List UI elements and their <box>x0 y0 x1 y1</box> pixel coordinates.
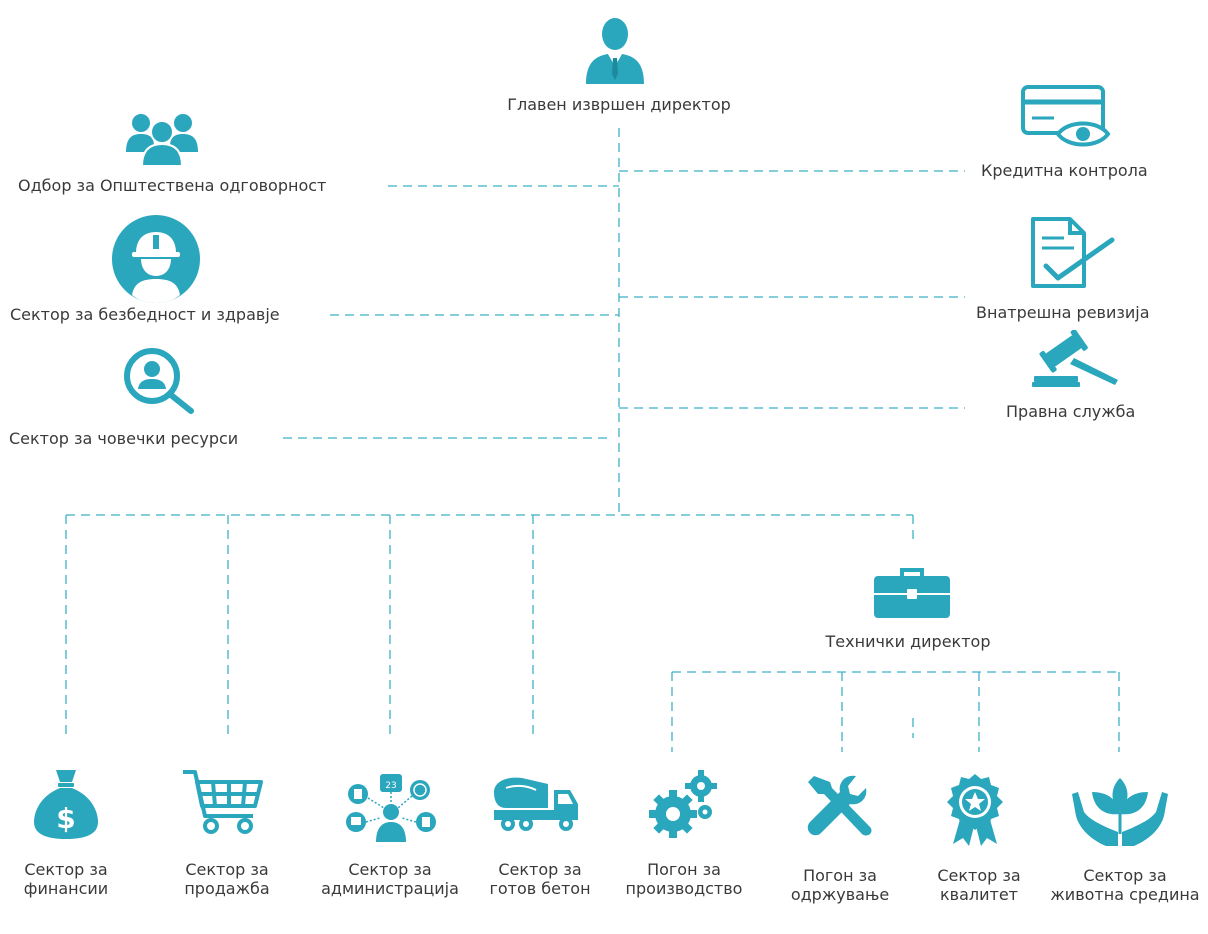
shopping-cart-icon <box>183 770 263 834</box>
gears-icon <box>649 770 717 838</box>
left-unit-label: Сектор за безбедност и здравје <box>10 305 280 324</box>
left-unit-label: Одбор за Општествена одговорност <box>18 176 327 195</box>
sector-line2: продажба <box>184 879 270 898</box>
sector-line2: животна средина <box>1050 885 1200 904</box>
sector-line1: Сектор за <box>1083 866 1167 885</box>
sector-line1: Сектор за <box>24 860 108 879</box>
sector-line1: Сектор за <box>498 860 582 879</box>
sector-line2: квалитет <box>939 885 1018 904</box>
right-unit-label: Внатрешна ревизија <box>976 303 1150 322</box>
worker-helmet-icon <box>112 215 200 303</box>
sector-line2: финансии <box>23 879 109 898</box>
svg-text:$: $ <box>56 802 75 835</box>
technical-director-label: Технички директор <box>825 632 991 651</box>
quality-badge-icon <box>947 774 1003 846</box>
gavel-icon <box>1032 330 1118 387</box>
briefcase-icon <box>874 568 950 618</box>
document-check-icon <box>1031 217 1115 288</box>
right-unit-label: Правна служба <box>1006 402 1136 421</box>
sector-line1: Погон за <box>647 860 721 879</box>
sector-line1: Сектор за <box>937 866 1021 885</box>
sector-line2: администрација <box>321 879 459 898</box>
businessman-icon <box>586 18 644 84</box>
admin-network-icon: 23 <box>346 774 436 842</box>
person-search-icon <box>124 348 194 414</box>
left-unit-label: Сектор за човечки ресурси <box>9 429 239 448</box>
ceo-label: Главен извршен директор <box>507 95 731 114</box>
money-bag-icon: $ <box>34 770 98 839</box>
sector-line2: производство <box>625 879 743 898</box>
hands-plant-icon <box>1072 778 1168 846</box>
sector-line1: Погон за <box>803 866 877 885</box>
right-unit-label: Кредитна контрола <box>981 161 1148 180</box>
tools-icon <box>807 775 872 836</box>
group-icon <box>126 114 198 166</box>
svg-text:23: 23 <box>385 781 396 791</box>
sector-line1: Сектор за <box>348 860 432 879</box>
sector-line2: одржување <box>790 885 890 904</box>
sector-line1: Сектор за <box>185 860 269 879</box>
concrete-truck-icon <box>494 777 578 831</box>
sector-line2: готов бетон <box>489 879 591 898</box>
card-eye-icon <box>1021 85 1111 147</box>
